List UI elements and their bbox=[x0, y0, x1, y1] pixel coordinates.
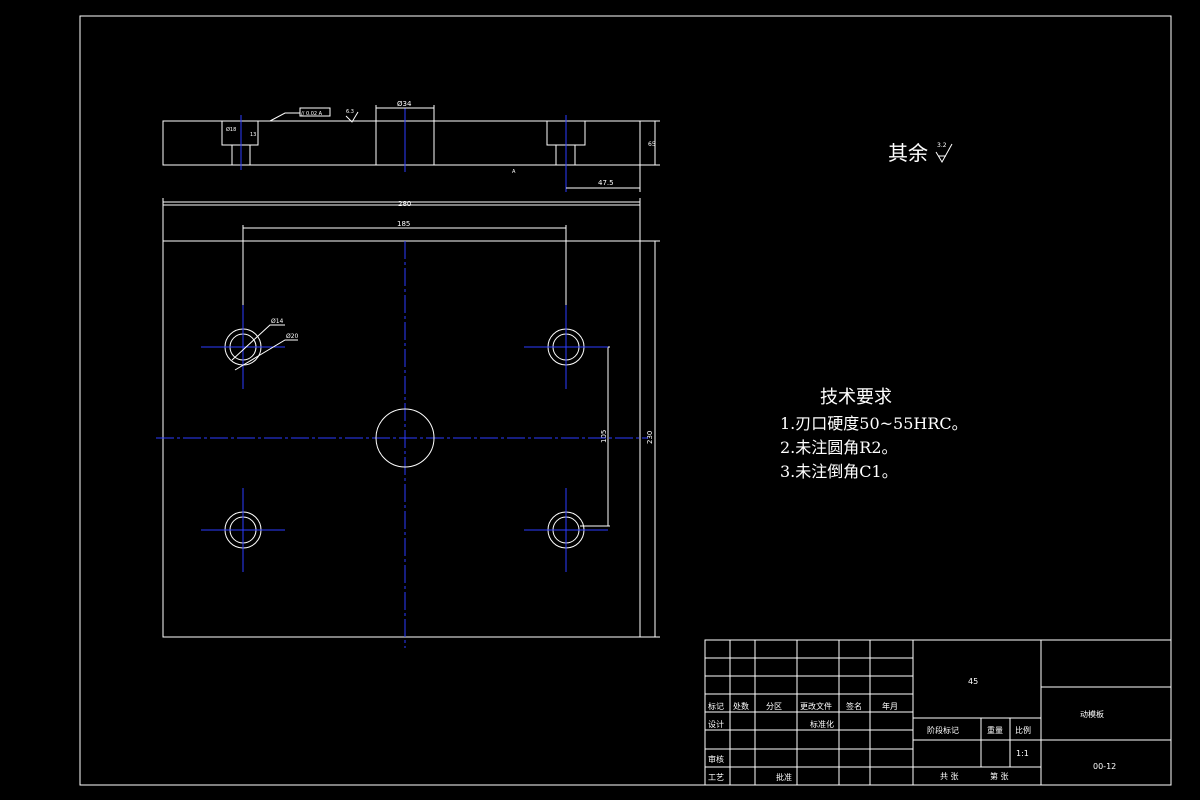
part-name: 动模板 bbox=[1080, 709, 1104, 719]
surface-note-text: 其余 bbox=[888, 141, 928, 165]
small-dim-1: Ø18 bbox=[226, 126, 236, 133]
dim-thickness: 65 bbox=[648, 141, 656, 148]
title-block: 45 动模板 00-12 1:1 标记 处数 分区 更改文件 签名 年月 设计 … bbox=[704, 639, 1172, 786]
drawing-no: 00-12 bbox=[1093, 762, 1116, 771]
label-date: 年月 bbox=[882, 701, 898, 711]
label-sheet-no: 第 张 bbox=[990, 771, 1009, 781]
left-counterbore bbox=[221, 121, 259, 165]
dim-230-lines bbox=[640, 240, 660, 638]
hole-dim-outer: Ø20 bbox=[286, 333, 299, 340]
dim-47-5-lines bbox=[566, 165, 641, 192]
side-view-outline bbox=[162, 120, 641, 166]
middle-section-lines bbox=[913, 640, 1042, 785]
hole-cross bbox=[201, 305, 285, 389]
center-bore-circle bbox=[375, 408, 435, 468]
dim-thickness-lines bbox=[640, 120, 660, 166]
label-approve: 批准 bbox=[776, 772, 792, 782]
technical-requirements: 技术要求 1.刃口硬度50~55HRC。 2.未注圆角R2。 3.未注倒角C1。 bbox=[780, 387, 968, 481]
surface-roughness-symbol bbox=[935, 143, 953, 163]
section-mark: A bbox=[512, 169, 516, 175]
surface-note: 其余 3.2 bbox=[888, 141, 953, 165]
hole-leader-2 bbox=[234, 339, 298, 371]
revision-grid-vertical bbox=[729, 640, 914, 785]
label-zone: 分区 bbox=[766, 702, 782, 711]
hole-top-right bbox=[524, 305, 608, 389]
dim-230: 230 bbox=[646, 431, 654, 444]
label-weight: 重量 bbox=[987, 725, 1003, 735]
revision-grid-horizontal bbox=[705, 657, 913, 768]
gdt-frame: // 0.02 A bbox=[301, 111, 323, 117]
label-review: 审核 bbox=[708, 754, 724, 764]
tech-req-item-3: 3.未注倒角C1。 bbox=[780, 462, 898, 481]
gdt-frame-box bbox=[299, 107, 331, 117]
right-section-lines bbox=[1041, 686, 1171, 741]
label-signature: 签名 bbox=[846, 701, 862, 711]
plan-view: 280 185 230 105 bbox=[156, 198, 660, 648]
hole-cross bbox=[524, 305, 608, 389]
tech-req-item-1: 1.刃口硬度50~55HRC。 bbox=[780, 414, 968, 433]
label-design: 设计 bbox=[708, 719, 724, 729]
drawing-border bbox=[79, 15, 1172, 786]
dim-280-lines bbox=[162, 198, 641, 205]
hole-cross bbox=[201, 488, 285, 572]
dim-185: 185 bbox=[397, 220, 410, 228]
roughness-symbol bbox=[345, 111, 359, 123]
hole-dim-inner: Ø14 bbox=[271, 318, 284, 325]
tech-req-heading: 技术要求 bbox=[820, 387, 892, 408]
label-change-doc: 更改文件 bbox=[800, 701, 832, 711]
dim-105: 105 bbox=[600, 430, 608, 443]
hole-leader-1 bbox=[231, 324, 285, 361]
small-dim-2: 13 bbox=[250, 132, 256, 138]
label-process: 工艺 bbox=[708, 773, 724, 782]
dim-d34-lines bbox=[375, 105, 435, 121]
surface-note-roughness: 3.2 bbox=[937, 142, 947, 149]
side-view: Ø34 // 0.02 A 6.3 Ø18 13 65 47.5 A bbox=[162, 100, 660, 192]
roughness-value: 6.3 bbox=[346, 109, 354, 115]
label-count: 处数 bbox=[733, 701, 749, 711]
hole-cross bbox=[524, 488, 608, 572]
gdt-leader bbox=[269, 112, 300, 122]
hole-bottom-right bbox=[524, 488, 608, 572]
dim-47-5: 47.5 bbox=[598, 179, 614, 187]
material: 45 bbox=[968, 677, 978, 686]
label-stage-mark: 阶段标记 bbox=[927, 725, 959, 735]
scale: 1:1 bbox=[1016, 749, 1029, 758]
label-total-sheets: 共 张 bbox=[940, 772, 959, 781]
dim-280: 280 bbox=[398, 200, 411, 208]
label-standardize: 标准化 bbox=[810, 719, 834, 729]
hole-bottom-left bbox=[201, 488, 285, 572]
label-mark: 标记 bbox=[708, 701, 724, 711]
label-ratio: 比例 bbox=[1015, 725, 1031, 735]
dim-d34: Ø34 bbox=[397, 100, 412, 108]
center-bore bbox=[375, 121, 435, 165]
plate-outline bbox=[162, 204, 641, 638]
tech-req-item-2: 2.未注圆角R2。 bbox=[780, 438, 898, 457]
